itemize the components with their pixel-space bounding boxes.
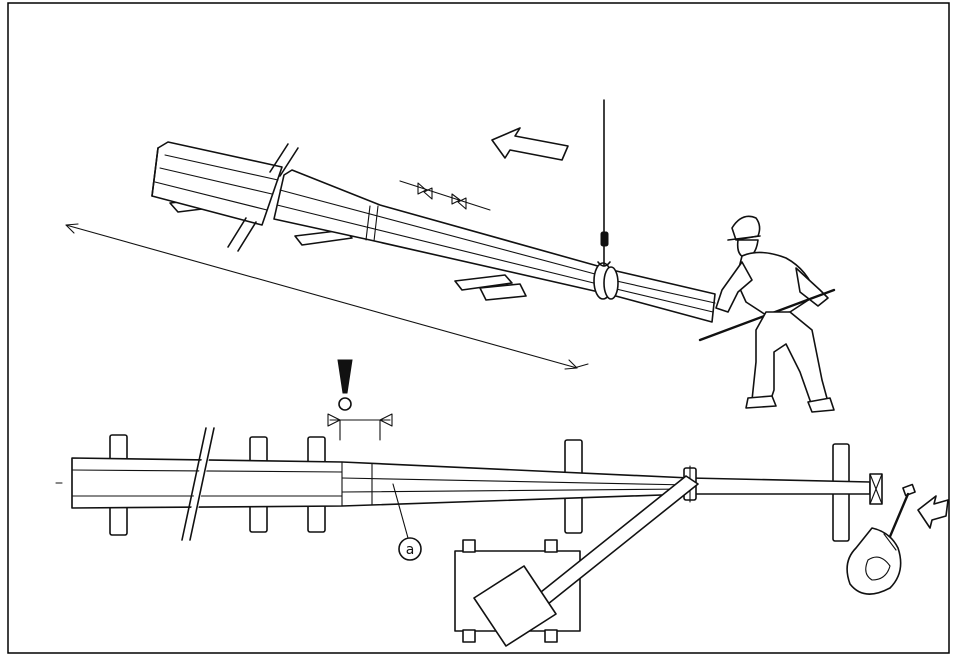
pole-tip-shaft (611, 269, 716, 323)
diagram-border (7, 2, 950, 654)
callout-a: a (392, 483, 422, 561)
upper-scene (65, 99, 836, 413)
break-marks-upper (227, 143, 299, 252)
winch-machine (454, 475, 699, 647)
worker-figure (573, 215, 836, 413)
break-marks-lower (181, 427, 216, 541)
pole-side-view (55, 457, 871, 509)
weight-marker-line (399, 180, 491, 211)
hammer-hand (846, 483, 949, 595)
lower-scene: a (55, 359, 949, 647)
hollow-arrow-icon (491, 127, 569, 161)
sling-clamp (593, 262, 619, 300)
callout-a-label: a (406, 542, 415, 558)
pole-segment-left (151, 141, 283, 226)
butterfly-valve-icon (327, 413, 393, 441)
exclamation-icon (337, 359, 353, 411)
pole-end-block (869, 473, 883, 505)
crane-hook (597, 99, 611, 267)
length-dimension-arrow (65, 223, 578, 370)
